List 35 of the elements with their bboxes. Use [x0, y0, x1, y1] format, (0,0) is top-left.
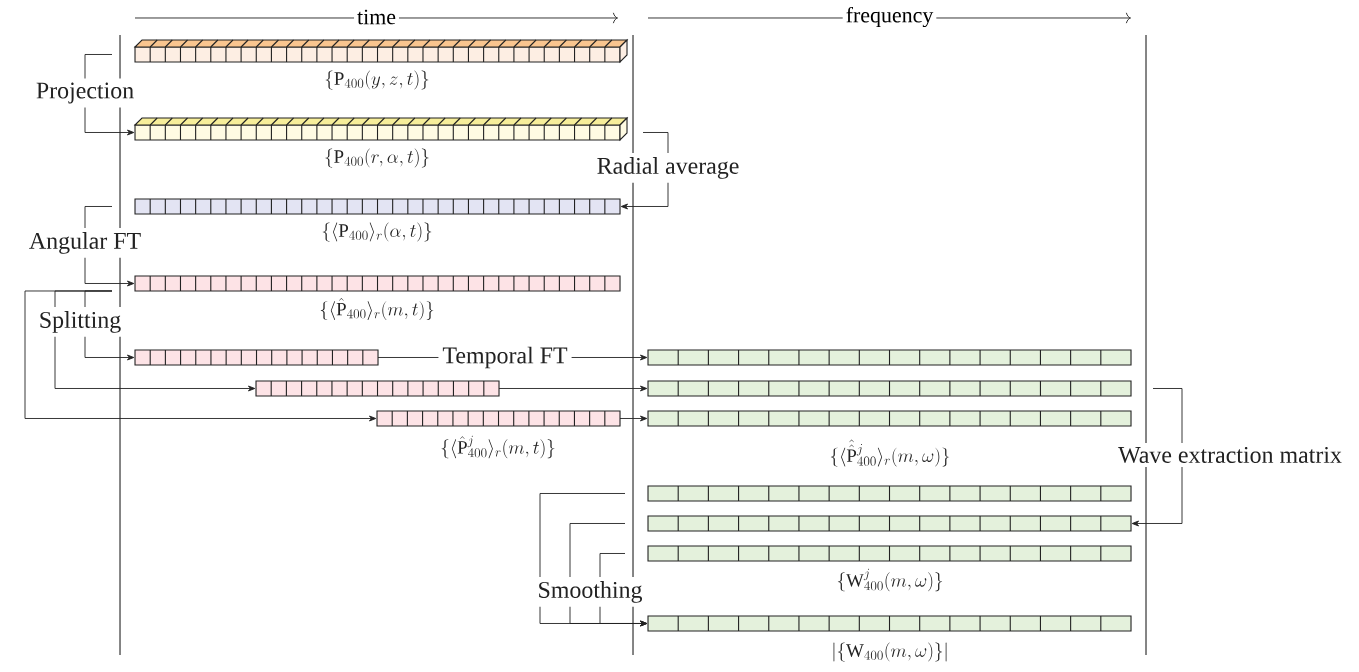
edge-label: Temporal FT: [438, 342, 572, 373]
array-bar: [647, 410, 1132, 427]
arrow: [498, 385, 648, 392]
array-bar: [647, 545, 1132, 562]
edge-label: Projection: [31, 78, 139, 108]
formula-label: $\{\mathrm{W}^{j}_{400}(m,\omega)\}$: [837, 568, 943, 592]
arrow: [619, 415, 648, 422]
array-bar: [376, 410, 621, 427]
array-bar: [647, 515, 1132, 532]
array-bar: [647, 485, 1132, 502]
array-bar: [647, 349, 1132, 366]
edge-label: Radial average: [592, 153, 744, 183]
axis-label: frequency: [842, 3, 937, 31]
edge-label: Wave extraction matrix: [1114, 442, 1346, 468]
array-bar: [134, 198, 621, 215]
array-bar: [647, 380, 1132, 397]
array-bar: [134, 349, 379, 366]
edge-label: Splitting: [34, 307, 126, 337]
axis-label: time: [354, 6, 399, 28]
arrow: [54, 290, 256, 392]
array-bar: [255, 380, 500, 397]
arrow: [84, 290, 135, 361]
array-bar: [647, 615, 1132, 632]
edge-label: Smoothing: [533, 577, 647, 607]
array-bar: [134, 275, 621, 292]
arrow: [1131, 388, 1183, 527]
formula-label: $\{\mathrm{P}_{400}(y,z,t)\}$: [325, 70, 429, 90]
arrow: [24, 290, 377, 422]
formula-label: $\{\langle\hat{\mathrm{P}}_{400}\rangle_{r}(m,t)\}$: [320, 297, 434, 321]
formula-label: $|\{\mathrm{W}_{400}(m,\omega)\}|$: [833, 642, 947, 662]
edge-label: Angular FT: [24, 228, 146, 258]
formula-label: $\{\langle\mathrm{P}_{400}\rangle_{r}(\alpha,t)\}$: [322, 222, 432, 242]
formula-label: $\{\langle\hat{\mathrm{P}}{}^{j}_{400}\rangle_{r}(m,t)\}$: [441, 435, 555, 459]
formula-label: $\{\mathrm{P}_{400}(r,\alpha,t)\}$: [325, 148, 429, 168]
formula-label: $\{\langle\hat{\hat{\mathrm{P}}}{}^{j}_{400}\rangle_{r}(m,\omega)\}$: [830, 439, 950, 467]
